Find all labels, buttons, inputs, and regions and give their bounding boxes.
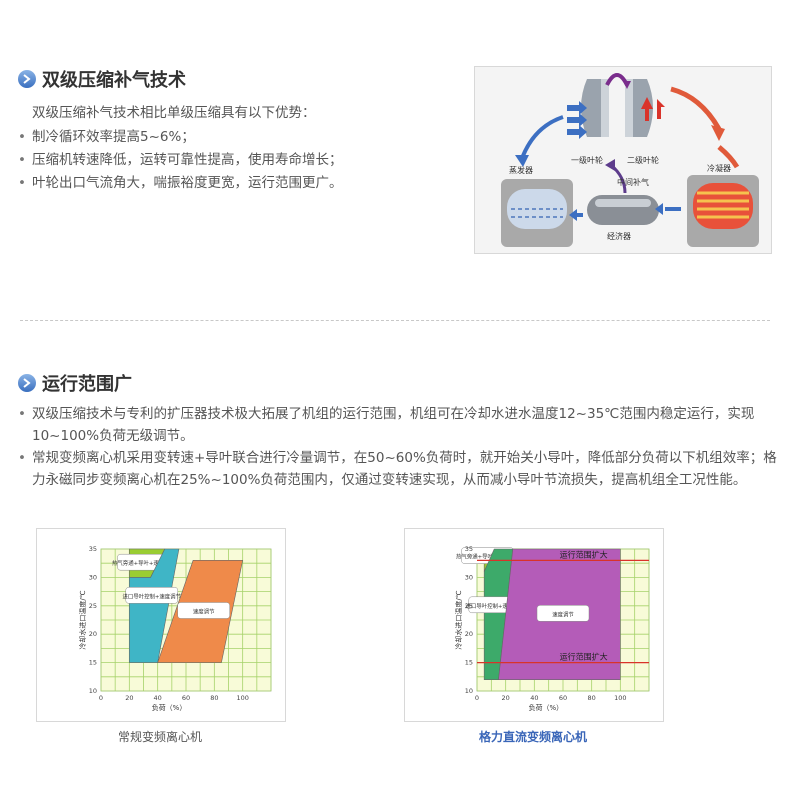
region-label: 进口导叶控制+速度调节	[123, 592, 182, 600]
x-tick-label: 20	[125, 694, 133, 702]
annotation-label: 运行范围扩大	[560, 549, 608, 559]
x-tick-label: 40	[530, 694, 538, 702]
label-condenser: 冷凝器	[707, 163, 731, 173]
evaporator-icon	[501, 179, 573, 247]
y-tick-label: 35	[465, 545, 473, 553]
y-tick-label: 25	[465, 602, 473, 610]
y-axis-label: 冷却水进口温度/℃	[78, 590, 87, 649]
y-tick-label: 15	[465, 659, 473, 667]
section1-header: 双级压缩补气技术	[18, 66, 186, 92]
two-stage-compression-diagram: 蒸发器 一级叶轮 二级叶轮 冷凝器 中间补气 经济器	[474, 66, 772, 254]
label-injection: 中间补气	[617, 177, 649, 187]
y-tick-label: 35	[89, 545, 97, 553]
region-1	[483, 548, 514, 680]
region-label: 热气旁通+导叶+速度调节	[456, 553, 520, 561]
x-tick-label: 0	[475, 694, 479, 702]
y-tick-label: 30	[465, 573, 473, 581]
label-impeller1: 一级叶轮	[571, 155, 603, 165]
y-tick-label: 20	[465, 630, 473, 638]
region-label: 进口导叶控制+速度调节	[466, 602, 525, 610]
section1-intro: 双级压缩补气技术相比单级压缩具有以下优势：	[32, 105, 316, 121]
annotation-label: 运行范围扩大	[560, 652, 608, 662]
x-tick-label: 60	[559, 694, 567, 702]
chart-gree-svg: 热气旁通+导叶+速度调节进口导叶控制+速度调节速度调节运行范围扩大运行范围扩大0…	[454, 545, 650, 712]
section2-title: 运行范围广	[42, 374, 132, 395]
chevron-right-icon	[18, 70, 36, 88]
region-label-box	[177, 602, 230, 619]
x-tick-label: 60	[182, 694, 190, 702]
x-tick-label: 0	[99, 694, 103, 702]
section1-bullet-2: 压缩机转速降低，运转可靠性提高，使用寿命增长；	[16, 149, 343, 171]
condenser-icon	[687, 175, 759, 247]
x-axis-label: 负荷（%）	[528, 703, 563, 712]
y-tick-label: 25	[89, 602, 97, 610]
y-tick-label: 15	[89, 659, 97, 667]
y-tick-label: 10	[89, 687, 97, 695]
x-tick-label: 100	[236, 694, 248, 702]
x-tick-label: 80	[210, 694, 218, 702]
section2-bullet-1: 双级压缩技术与专利的扩压器技术极大拓展了机组的运行范围，机组可在冷却水进水温度1…	[16, 403, 784, 447]
section2-header: 运行范围广	[18, 370, 132, 396]
section1-bullet-3: 叶轮出口气流角大，喘振裕度更宽，运行范围更广。	[16, 172, 343, 194]
x-tick-label: 20	[502, 694, 510, 702]
chevron-right-icon	[18, 374, 36, 392]
stage1-impeller-icon	[581, 79, 609, 137]
label-evaporator: 蒸发器	[509, 165, 533, 175]
x-tick-label: 80	[588, 694, 596, 702]
x-axis-label: 负荷（%）	[152, 703, 187, 712]
label-economizer: 经济器	[607, 231, 631, 241]
region-label: 速度调节	[193, 607, 215, 615]
economizer-icon	[587, 195, 659, 225]
region-label: 速度调节	[552, 610, 574, 618]
region-label: 热气旁通+导叶+速度调节	[112, 559, 176, 567]
region-label-box	[125, 587, 179, 604]
y-tick-label: 10	[465, 687, 473, 695]
x-tick-label: 40	[154, 694, 162, 702]
chart-conventional: 热气旁通+导叶+速度调节进口导叶控制+速度调节速度调节 0 20 40 60 80 100 1…	[36, 528, 286, 722]
region-label-box	[536, 605, 590, 622]
chart-conventional-caption: 常规变频离心机	[117, 730, 202, 744]
y-tick-label: 30	[89, 573, 97, 581]
chart-gree-caption: 格力直流变频离心机	[478, 730, 587, 744]
section-divider	[20, 320, 770, 321]
y-axis-label: 冷却水进口温度/℃	[454, 590, 463, 649]
label-impeller2: 二级叶轮	[627, 155, 659, 165]
section1-bullet-1: 制冷循环效率提高5~6%；	[16, 126, 195, 148]
section1-title: 双级压缩补气技术	[42, 70, 186, 91]
x-tick-label: 100	[614, 694, 626, 702]
y-tick-label: 20	[89, 630, 97, 638]
section2-bullet-2: 常规变频离心机采用变转速+导叶联合进行冷量调节，在50~60%负荷时，就开始关小…	[16, 447, 784, 491]
